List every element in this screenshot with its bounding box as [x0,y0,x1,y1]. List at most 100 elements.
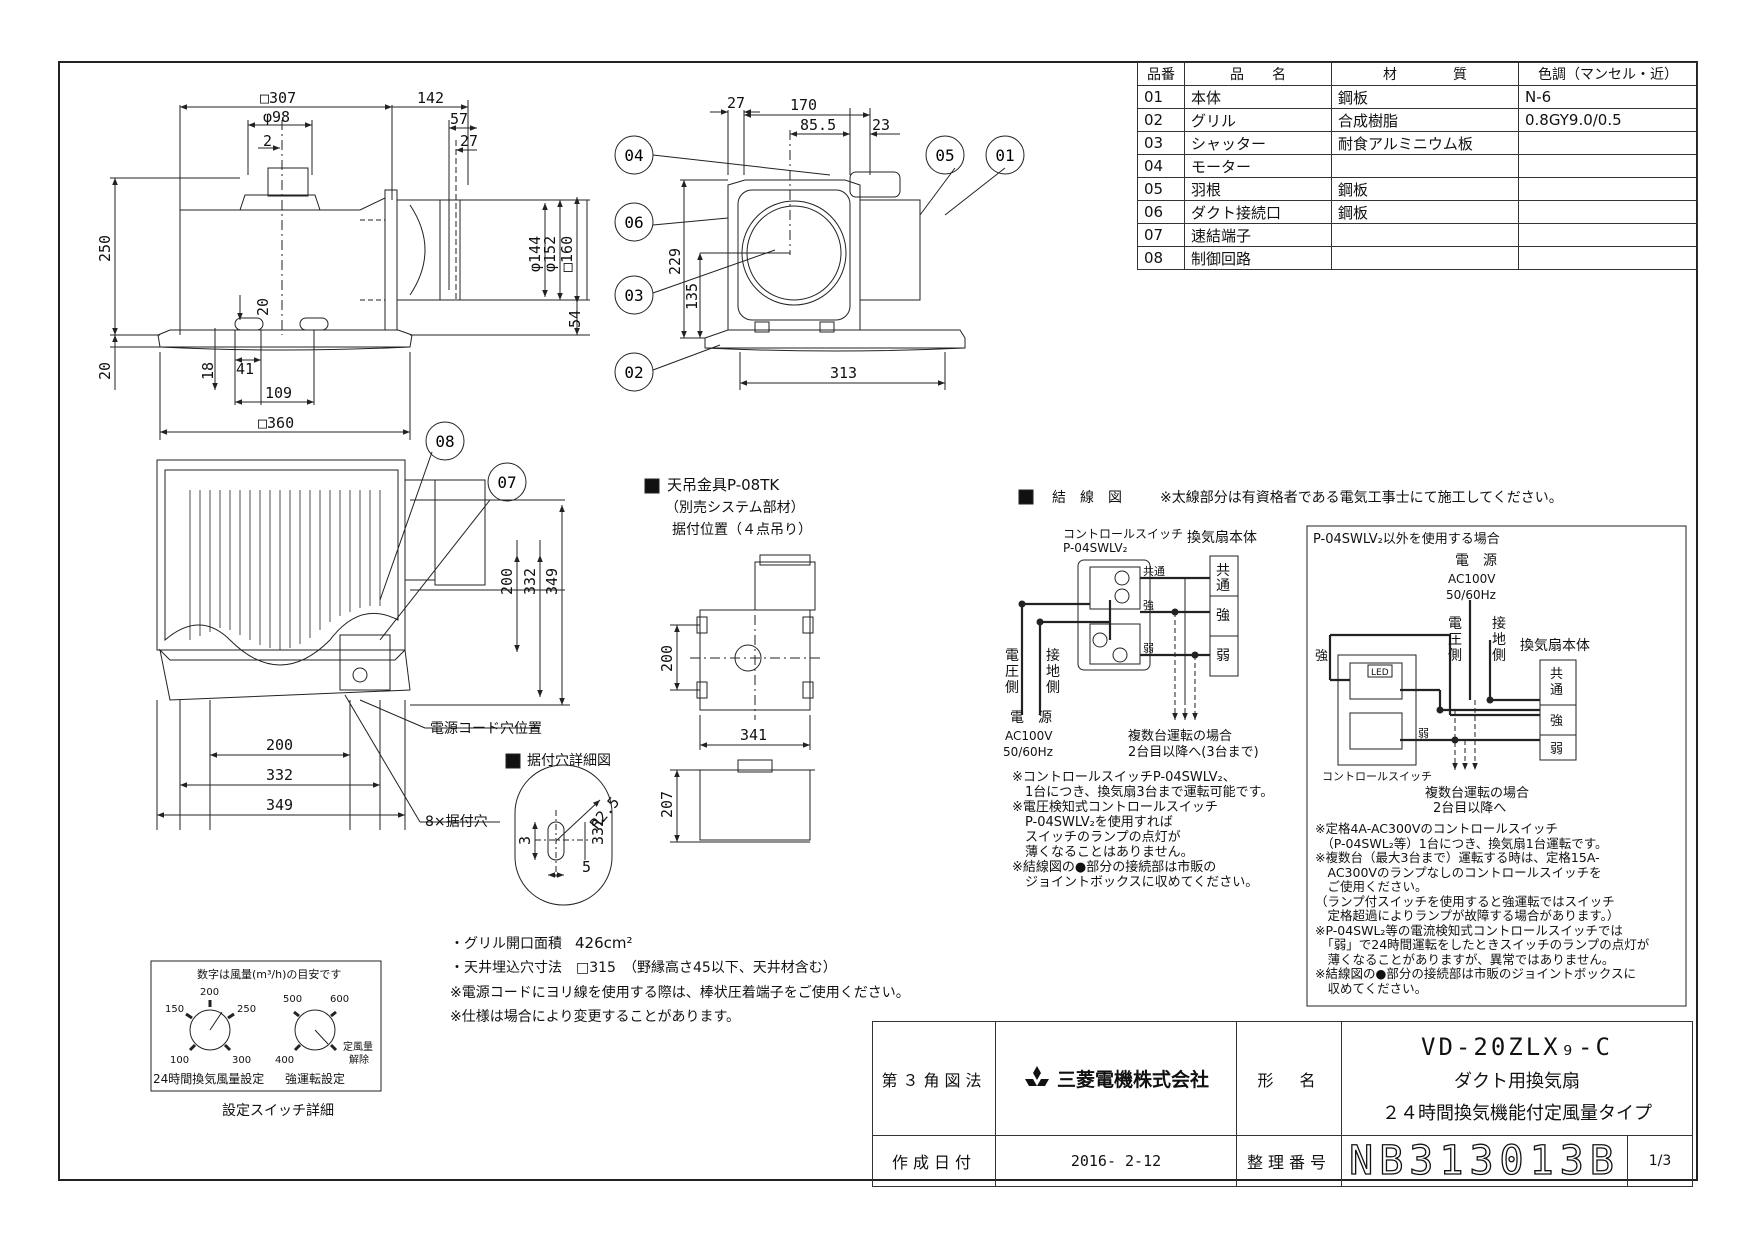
title-block: 第３角図法 三菱電機株式会社 形 名 VD-20ZLX₉-C ダクト用換気扇 ２… [872,1021,1693,1187]
ground-side-1: 接 [1046,647,1060,664]
ground-side-3: 側 [1046,680,1060,696]
hanger-sub1: （別売システム部材） [665,500,805,516]
dim-98: φ98 [263,108,290,126]
cell: 05 [1137,177,1185,201]
projection-label: 第３角図法 [872,1021,996,1136]
switch-model: P-04SWLV₂ [1063,541,1128,555]
cell: 耐食アルミニウム板 [1331,131,1519,155]
ground-side-2: 地 [1046,664,1060,680]
dim-57: 57 [450,110,468,128]
cell: 06 [1137,200,1185,224]
dim-20b: 20 [96,362,114,380]
power-spec1: AC100V [1005,729,1053,743]
dim-side-85: 85.5 [800,116,836,134]
dial2-400: 400 [275,1055,294,1066]
cell: 07 [1137,223,1185,247]
dim-hole-3: 3 [516,836,534,845]
wire-strong: 強 [1143,599,1154,612]
maker-name: 三菱電機株式会社 [1056,1069,1209,1091]
wiring-alt-diagram [1306,525,1687,1007]
dial1-300: 300 [232,1055,251,1066]
cell [1518,223,1698,247]
dim-bottom-332v: 332 [521,568,539,595]
switch-detail-header: 数字は風量(m³/h)の目安です [197,967,341,981]
spec-1a: ・グリル開口面積 [450,936,562,952]
dim-160: □160 [558,236,576,272]
dim-27: 27 [460,132,478,150]
name-label: 形 名 [1236,1021,1342,1136]
cell: 03 [1137,131,1185,155]
dim-54: 54 [566,310,584,328]
cell: 0.8GY9.0/0.5 [1518,108,1698,132]
cell: 本体 [1184,85,1332,109]
cell: 08 [1137,246,1185,270]
alt-switch-label: コントロールスイッチ [1322,770,1432,783]
dim-side-23: 23 [872,116,890,134]
hanger-sub2: 据付位置（４点吊り） [672,522,812,538]
alt-terminal-weak: 弱 [1550,742,1563,757]
cell: 速結端子 [1184,223,1332,247]
dim-hanger-207: 207 [658,791,676,818]
wiring-alt-notes: ※定格4A-AC300Vのコントロールスイッチ （P-04SWL₂等）1台につき… [1315,821,1650,996]
cell [1331,223,1519,247]
dim-side-170: 170 [790,96,817,114]
front-view [110,100,590,440]
led-label: LED [1371,668,1389,678]
wiring-title: 結 線 図 [1052,490,1122,506]
alt-terminal-common-2: 通 [1550,683,1563,698]
dim-hanger-341: 341 [740,726,767,744]
wiring-title-note: ※太線部分は有資格者である電気工事士にて施工してください。 [1160,490,1563,506]
dial2-600: 600 [330,994,349,1005]
drawing-number: NB313013B [1348,1137,1620,1184]
dim-360: □360 [258,414,294,432]
dim-side-27: 27 [727,94,745,112]
terminal-weak: 弱 [1216,648,1230,664]
cell: 合成樹脂 [1331,108,1519,132]
alt-multi1: 複数台運転の場合 [1425,785,1529,801]
side-view [614,108,1025,392]
alt-ground-1: 接 [1492,615,1506,632]
dim-hanger-200: 200 [658,645,676,672]
spec-4: ※仕様は場合により変更することがあります。 [450,1008,740,1025]
dim-144: φ144 [526,236,544,272]
dial1-label: 24時間換気風量設定 [153,1071,264,1086]
parts-header-row: 品番 品 名 材 質 色調（マンセル・近） [1137,62,1698,86]
alt-power-title: 電 源 [1455,553,1497,569]
dial2-500: 500 [283,994,302,1005]
mounting-hole-label: 8×据付穴 [425,814,488,830]
terminal-common-1: 共 [1216,563,1230,579]
cell [1331,154,1519,178]
alt-wire-weak: 弱 [1418,727,1429,740]
alt-title: P-04SWLV₂以外を使用する場合 [1313,531,1500,547]
hanger-view [670,554,820,843]
dim-109: 109 [265,384,292,402]
power-spec2: 50/60Hz [1003,745,1053,759]
dim-2: 2 [263,132,272,150]
hole-detail-title: 据付穴詳細図 [527,753,611,769]
release-2: 解除 [349,1053,369,1066]
alt-terminal-common-1: 共 [1550,667,1563,682]
alt-power-spec1: AC100V [1448,572,1496,586]
voltage-side-2: 圧 [1005,664,1019,680]
dim-bottom-349v: 349 [543,568,561,595]
cell [1331,246,1519,270]
dim-side-135: 135 [683,283,701,310]
col-color: 色調（マンセル・近） [1518,62,1698,86]
wire-common: 共通 [1143,565,1165,578]
dim-250: 250 [96,235,114,262]
number-label: 整理番号 [1236,1135,1342,1187]
cell [1518,177,1698,201]
spec-3: ※電源コードにヨリ線を使用する際は、棒状圧着端子をご使用ください。 [450,984,910,1001]
cell: 04 [1137,154,1185,178]
alt-fan-body: 換気扇本体 [1520,638,1590,654]
switch-label: コントロールスイッチ [1063,527,1183,541]
callout-02: 02 [624,363,643,382]
number-cell: NB313013B 1/3 [1341,1135,1693,1187]
cell: グリル [1184,108,1332,132]
alt-ground-3: 側 [1492,648,1506,664]
multi-unit-2: 2台目以降へ(3台まで) [1128,745,1259,760]
